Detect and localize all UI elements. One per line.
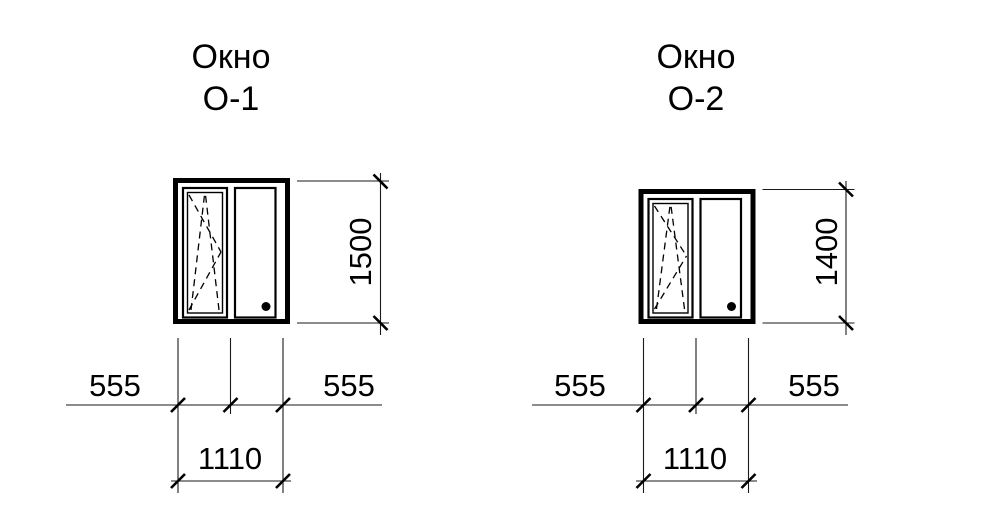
o1-height-dimension-label: 1500 — [343, 217, 378, 287]
o2-width-tick-marks — [635, 397, 757, 413]
window-o2-title-word: Окно — [656, 38, 736, 76]
o2-width-right-dimension-label: 555 — [788, 368, 840, 403]
window-o2-right-sash — [699, 197, 743, 319]
o2-width-extension-lines — [642, 338, 750, 493]
o1-width-total-dimension-label: 1110 — [197, 441, 263, 476]
window-o1-left-sash-inner — [186, 191, 224, 314]
window-o2-title: Окно О-2 — [586, 36, 806, 120]
o2-height-tick-marks — [838, 181, 854, 331]
window-o1-dimensions — [66, 173, 389, 493]
o1-total-tick-marks — [170, 473, 291, 489]
window-o2-opening-direction-dashes — [653, 205, 688, 310]
window-o1-outer-frame — [173, 178, 290, 324]
o1-width-right-dimension-label: 555 — [323, 368, 375, 403]
window-o1-right-sash — [233, 186, 277, 319]
window-o1-elevation — [173, 178, 290, 324]
o2-width-total-dimension-label: 1110 — [662, 441, 728, 476]
o2-total-tick-marks — [635, 473, 757, 489]
o2-width-left-dimension-label: 555 — [554, 368, 606, 403]
window-o1-title-code: О-1 — [202, 80, 260, 118]
window-o2-elevation — [638, 189, 756, 324]
window-o1-left-sash-outer — [181, 186, 229, 319]
window-o2-handle-dot — [727, 302, 736, 311]
o1-height-extension-lines — [297, 180, 389, 324]
o1-width-left-dimension-label: 555 — [89, 368, 141, 403]
window-o1-title: Окно О-1 — [121, 36, 341, 120]
window-o2-title-code: О-2 — [667, 80, 725, 118]
window-o1-title-word: Окно — [191, 38, 271, 76]
o1-width-extension-lines — [177, 338, 284, 493]
o1-width-tick-marks — [170, 397, 291, 413]
window-o2-left-sash-outer — [647, 197, 694, 319]
o1-height-tick-marks — [372, 173, 389, 331]
o2-height-dimension-label: 1400 — [809, 217, 844, 287]
o2-height-extension-lines — [762, 188, 855, 324]
window-o2-dimensions — [532, 181, 855, 493]
window-o2-outer-frame — [638, 189, 756, 324]
window-o2-left-sash-inner — [652, 202, 689, 314]
window-o1-handle-dot — [261, 302, 271, 311]
